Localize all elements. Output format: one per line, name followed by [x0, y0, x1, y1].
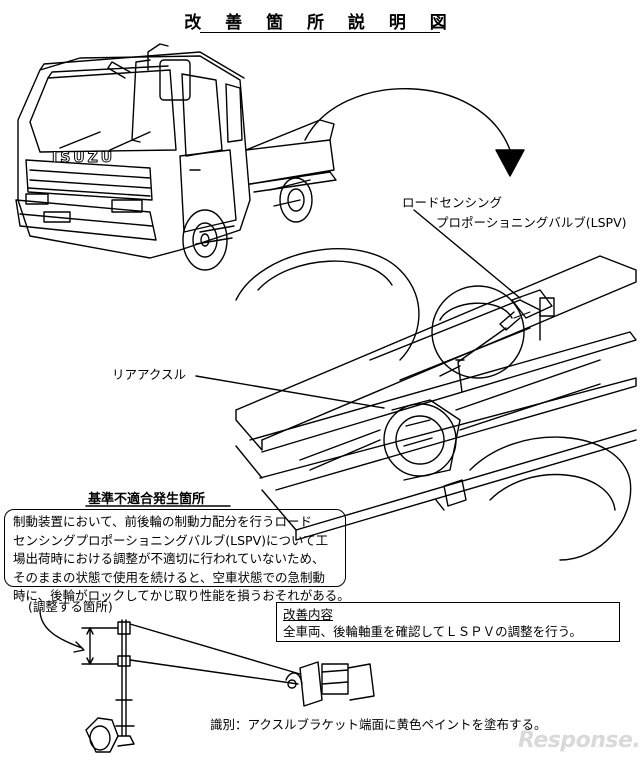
rear-axle-label: リアアクスル: [112, 367, 187, 382]
leader-lspv: [413, 209, 521, 299]
title-underline: [200, 32, 440, 33]
defect-location-label: 基準不適合発生箇所: [88, 492, 206, 507]
defect-text-line: 時に、後輪がロックしてかじ取り性能を損うおそれがある。: [13, 588, 350, 603]
truck-illustration: [15, 43, 337, 271]
defect-text-line: センシングプロポーショニングバルブ(LSPV)について工: [13, 532, 329, 548]
adjustment-detail: [39, 609, 375, 753]
remedy-heading: 改善内容: [283, 607, 334, 622]
chassis-enlargement: [235, 248, 637, 561]
lspv-label-line1: ロードセンシング: [402, 195, 503, 210]
response-watermark-logo: Response.: [518, 728, 640, 753]
remedy-box: 改善内容 全車両、後輪軸重を確認してＬＳＰＶの調整を行う。: [276, 602, 620, 642]
lspv-label-line2: プロポーショニングバルブ(LSPV): [436, 215, 627, 230]
leader-rear-axle: [195, 375, 385, 409]
zoom-arrow-head: [495, 149, 525, 177]
defect-description-box: 制動装置において、前後輪の制動力配分を行うロード センシングプロポーショニングバ…: [4, 509, 350, 603]
defect-text-line: 場出荷時における調整が不適切に行われていないため、: [13, 551, 325, 566]
page-title: 改 善 箇 所 説 明 図: [184, 13, 456, 33]
defect-text-line: 制動装置において、前後輪の制動力配分を行うロード: [13, 514, 313, 529]
identification-note: 識別：アクスルブラケット端面に黄色ペイントを塗布する。: [210, 717, 547, 732]
adjust-point-label: (調整する箇所): [28, 599, 113, 614]
defect-text-line: そのままの状態で使用を続けると、空車状態での急制動: [13, 569, 326, 585]
truck-badge: ISUZU: [52, 150, 115, 166]
remedy-text: 全車両、後輪軸重を確認してＬＳＰＶの調整を行う。: [283, 624, 582, 639]
zoom-curve: [304, 88, 511, 151]
